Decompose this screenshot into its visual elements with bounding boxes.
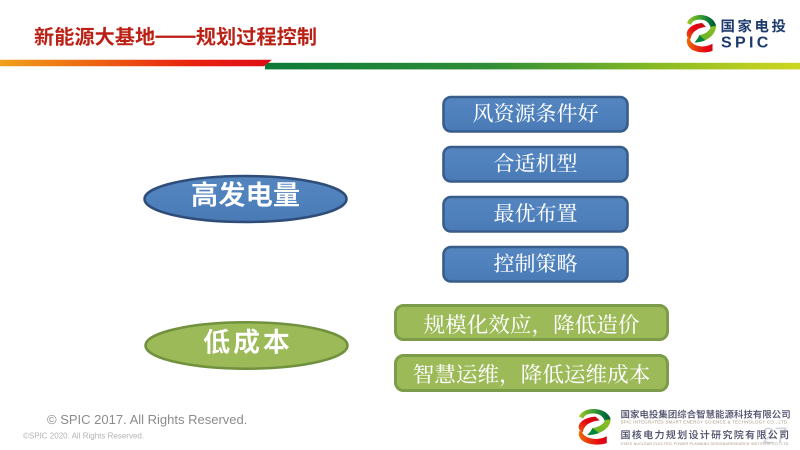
svg-text:SPIC: SPIC: [721, 34, 772, 51]
svg-text:STATE NUCLEAR ELECTRIC POWER P: STATE NUCLEAR ELECTRIC POWER PLANNING DE…: [621, 442, 789, 446]
svg-text:©SPIC 2020. All Rights Reserve: ©SPIC 2020. All Rights Reserved.: [23, 432, 144, 441]
svg-text:SPIC INTEGRATED SMART ENERGY S: SPIC INTEGRATED SMART ENERGY SCIENCE & T…: [621, 419, 788, 424]
svg-text:© SPIC 2017. All Rights Reserv: © SPIC 2017. All Rights Reserved.: [47, 412, 247, 427]
